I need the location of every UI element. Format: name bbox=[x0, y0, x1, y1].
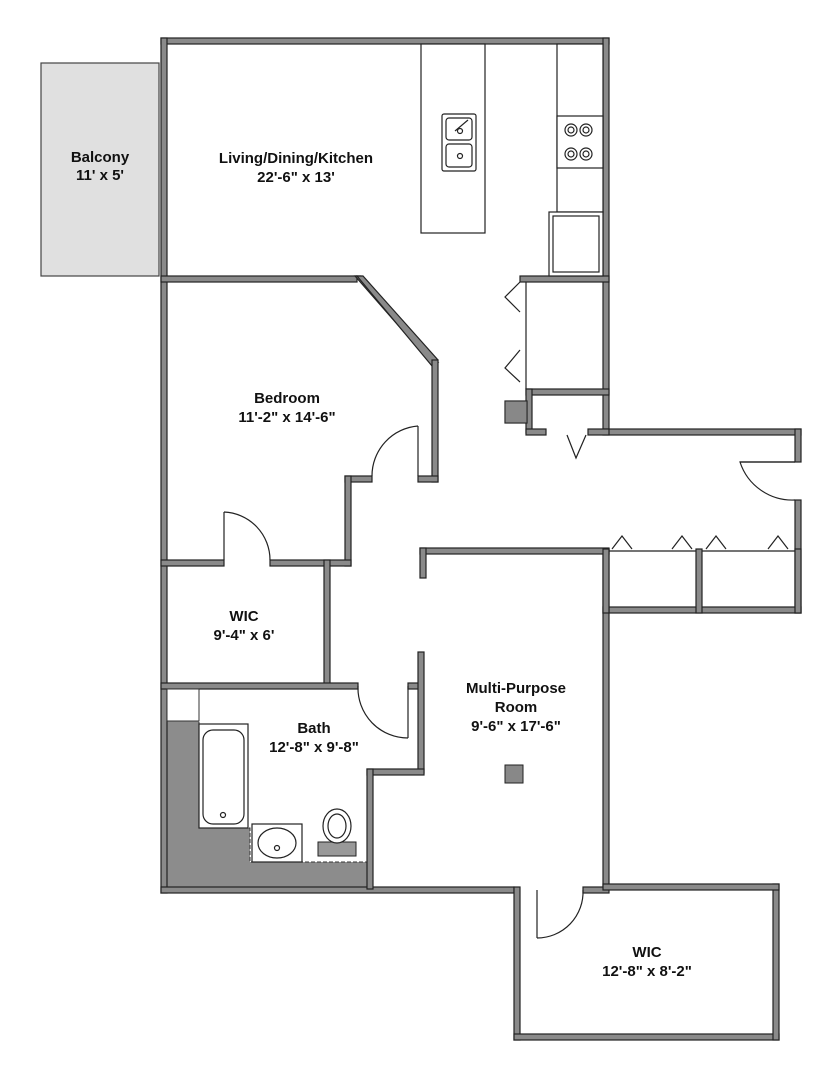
door-swings bbox=[223, 425, 796, 939]
balcony-dims: 11' x 5' bbox=[76, 167, 124, 184]
wic2-name: WIC bbox=[632, 944, 661, 961]
bathtub-icon bbox=[198, 723, 249, 829]
kitchen-counter bbox=[548, 43, 604, 277]
bedroom-dims: 11'-2" x 14'-6" bbox=[238, 409, 335, 426]
interior-walls bbox=[160, 275, 802, 890]
multi-dims: 9'-6" x 17'-6" bbox=[471, 718, 561, 735]
kitchen-island bbox=[420, 43, 486, 234]
multi-name-line1: Multi-Purpose bbox=[466, 680, 566, 697]
column-marker bbox=[504, 764, 524, 784]
balcony-name: Balcony bbox=[71, 149, 130, 166]
multi-name-line2: Room bbox=[495, 699, 538, 716]
toilet-icon bbox=[317, 808, 357, 857]
balcony-area bbox=[40, 62, 160, 277]
wic2-dims: 12'-8" x 8'-2" bbox=[602, 963, 692, 980]
wic1-name: WIC bbox=[229, 608, 258, 625]
closet-bifold-doors bbox=[504, 281, 795, 552]
bath-dims: 12'-8" x 9'-8" bbox=[269, 739, 359, 756]
living-name: Living/Dining/Kitchen bbox=[219, 150, 373, 167]
stove-icon bbox=[564, 123, 593, 161]
wic1-dims: 9'-4" x 6' bbox=[214, 627, 275, 644]
bath-name: Bath bbox=[297, 720, 330, 737]
sink-icon bbox=[251, 823, 303, 863]
bath-shelf bbox=[166, 688, 200, 722]
living-dims: 22'-6" x 13' bbox=[257, 169, 335, 186]
bedroom-name: Bedroom bbox=[254, 390, 320, 407]
